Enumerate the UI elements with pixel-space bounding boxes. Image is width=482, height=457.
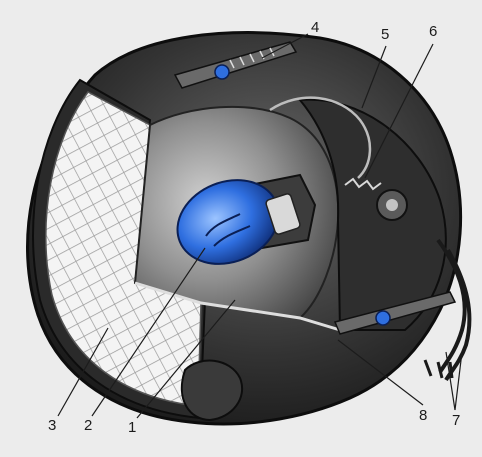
callout-7: 7 [452,413,460,428]
callout-3: 3 [48,418,56,433]
callout-5: 5 [381,27,389,42]
top-screw-cap [215,65,229,79]
leader-7a [446,352,455,410]
adjuster-knob-center [386,199,398,211]
callout-6: 6 [429,24,437,39]
callout-1: 1 [128,420,136,435]
bottom-screw-cap [376,311,390,325]
callout-2: 2 [84,418,92,433]
callout-8: 8 [419,408,427,423]
callout-4: 4 [311,20,319,35]
